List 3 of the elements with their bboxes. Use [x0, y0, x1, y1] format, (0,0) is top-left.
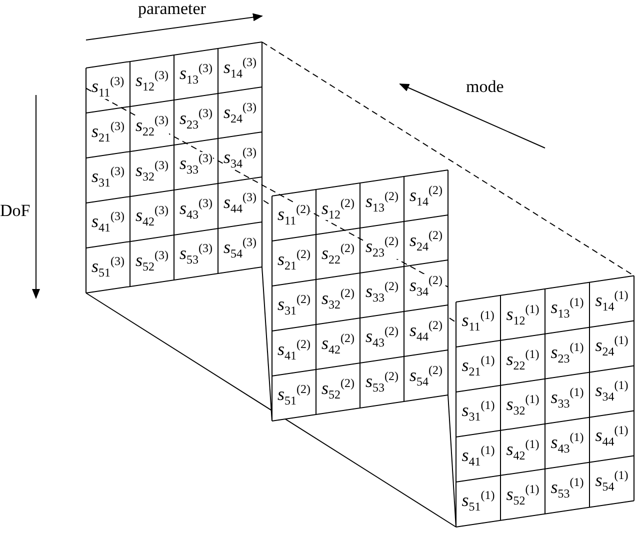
axis-label: parameter — [138, 0, 206, 17]
axis-label: DoF — [0, 202, 30, 219]
axis-label: mode — [466, 78, 504, 95]
